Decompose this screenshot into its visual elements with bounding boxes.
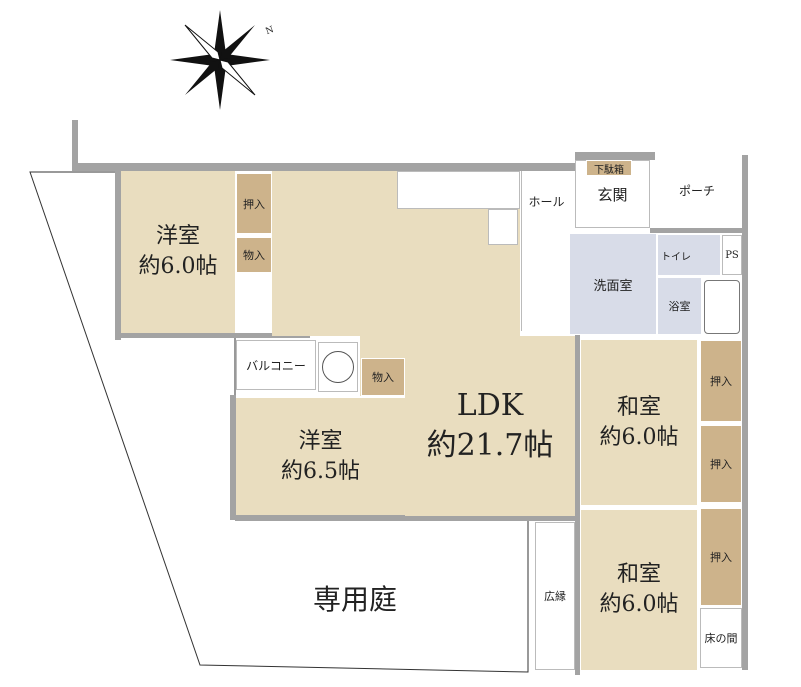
tokonoma: 床の間 (700, 608, 742, 668)
closet: 押入 (700, 508, 742, 606)
storage: 物入 (361, 358, 405, 396)
wall (230, 395, 236, 520)
kitchen-counter (397, 171, 520, 209)
storage: 物入 (236, 237, 272, 273)
room-western-2: 洋室 約6.5帖 (236, 398, 405, 515)
room-ldk: LDK 約21.7帖 (405, 336, 575, 516)
closet: 押入 (236, 173, 272, 234)
wall (72, 163, 575, 171)
hall: ホール (521, 171, 571, 331)
bathroom: 浴室 (658, 278, 701, 334)
private-garden-label: 専用庭 (312, 583, 397, 616)
room-western-1: 洋室 約6.0帖 (121, 171, 235, 333)
toilet: トイレ (658, 235, 720, 275)
wall (115, 170, 121, 340)
room-japanese-1: 和室 約6.0帖 (581, 340, 697, 505)
washing-machine-space (318, 342, 358, 392)
room-size: 約6.0帖 (138, 254, 218, 279)
washroom: 洗面室 (570, 234, 656, 334)
wall (650, 228, 745, 233)
room-size: 約6.5帖 (281, 458, 360, 484)
stove (488, 209, 518, 245)
wall (120, 333, 310, 338)
closet: 押入 (700, 425, 742, 503)
room-name: 和室 (616, 394, 661, 420)
closet: 押入 (700, 340, 742, 422)
pipe-space: PS (722, 235, 742, 275)
room-size: 約6.0帖 (599, 424, 679, 450)
wall (575, 152, 655, 160)
room-japanese-2: 和室 約6.0帖 (581, 510, 697, 670)
wall (235, 515, 580, 521)
room-name: 洋室 (155, 224, 200, 250)
compass-icon (170, 10, 270, 110)
veranda: 広縁 (535, 522, 575, 670)
room-size: 約6.0帖 (599, 592, 679, 617)
room-name: 和室 (616, 562, 661, 588)
wall (72, 120, 78, 170)
room-size: 約21.7帖 (426, 428, 554, 463)
washer-icon (322, 351, 354, 383)
shoe-box: 下駄箱 (586, 160, 632, 176)
balcony: バルコニー (236, 340, 316, 390)
room-name: LDK (456, 387, 524, 423)
room-name: 洋室 (298, 428, 343, 454)
porch: ポーチ (652, 170, 742, 210)
wall (575, 335, 580, 675)
bathtub (704, 280, 740, 334)
wall (742, 155, 748, 670)
